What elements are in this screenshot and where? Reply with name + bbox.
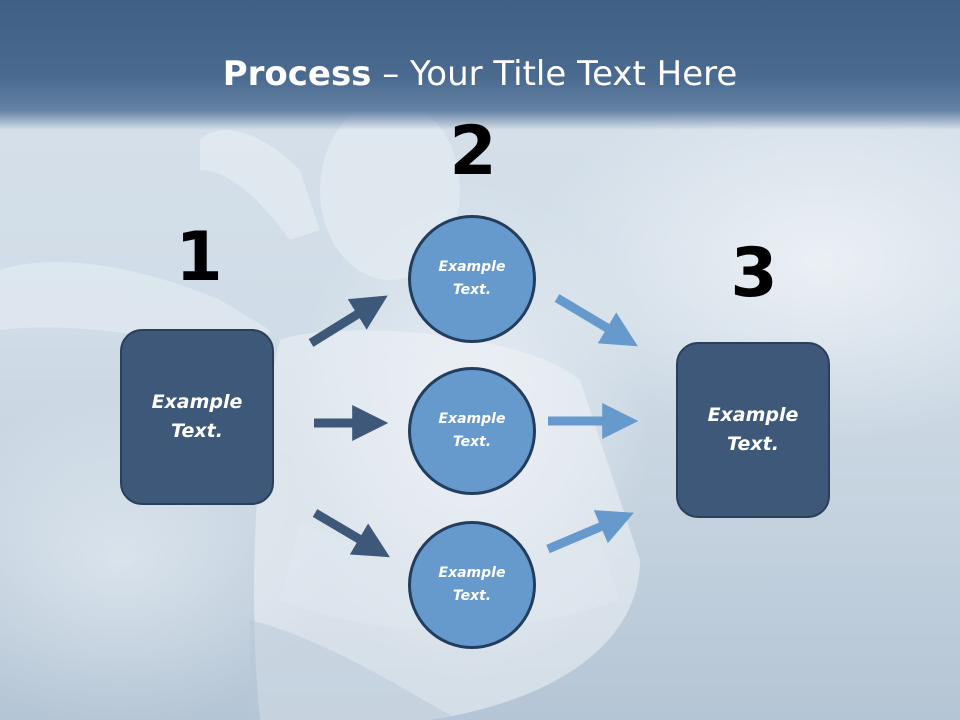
- page-title: Process – Your Title Text Here: [0, 52, 960, 96]
- circle-bottom: Example Text.: [408, 521, 536, 649]
- circle-middle: Example Text.: [408, 367, 536, 495]
- left-step-box: Example Text.: [120, 329, 274, 505]
- step-number-1: 1: [175, 218, 223, 297]
- title-bold: Process: [222, 54, 372, 94]
- arrow-bottom-to-right: [546, 510, 634, 554]
- header-band: [0, 0, 960, 130]
- right-step-box: Example Text.: [676, 342, 830, 518]
- arrow-top-to-right: [554, 294, 638, 347]
- arrow-left-to-bottom: [312, 509, 390, 558]
- circle-top: Example Text.: [408, 215, 536, 343]
- arrow-left-to-top: [308, 295, 388, 347]
- step-number-2: 2: [449, 112, 497, 191]
- step-number-3: 3: [730, 234, 778, 313]
- title-rest: – Your Title Text Here: [371, 54, 738, 94]
